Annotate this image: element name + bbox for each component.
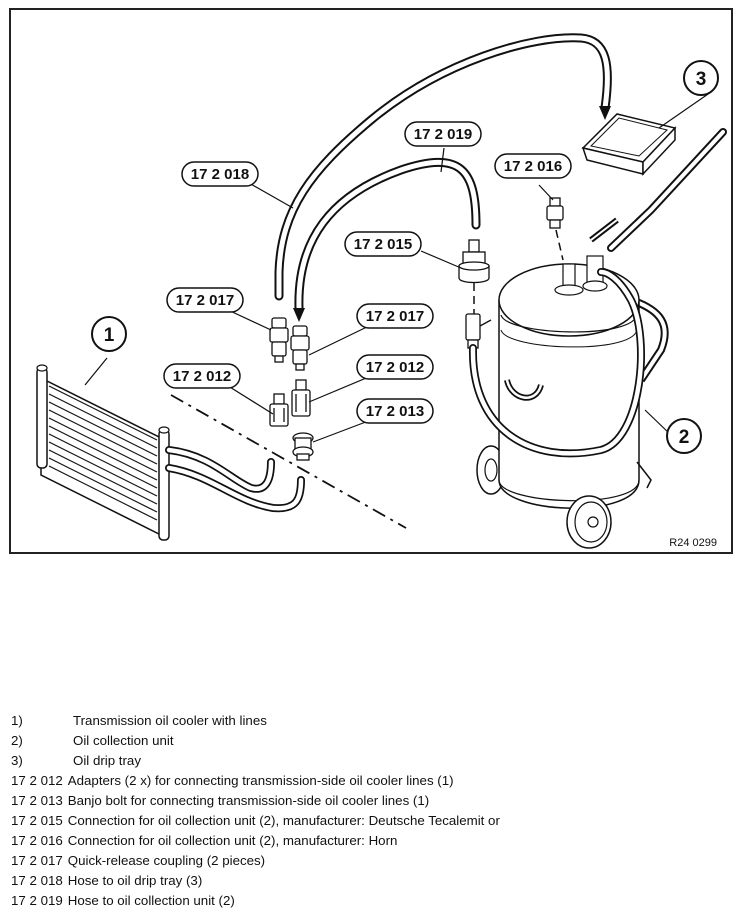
legend-item: 2) Oil collection unit <box>11 731 731 751</box>
tag-17-2-017-a: 17 2 017 <box>166 287 244 313</box>
legend-text: Hose to oil collection unit (2) <box>67 893 235 908</box>
tag-17-2-019: 17 2 019 <box>404 121 482 147</box>
leader-lines <box>84 91 712 443</box>
quick-release-coupling-a <box>269 317 289 363</box>
legend-item: 17 2 017 Quick-release coupling (2 piece… <box>11 851 731 871</box>
unit-valve <box>465 313 492 349</box>
tag-17-2-016-label: 17 2 016 <box>504 158 562 175</box>
tag-17-2-015: 17 2 015 <box>344 231 422 257</box>
banjo-bolt <box>292 432 314 461</box>
callout-2: 2 <box>666 418 702 454</box>
legend-text: Hose to oil drip tray (3) <box>67 873 203 888</box>
legend-number: 1) <box>11 713 23 728</box>
tag-17-2-017-b-label: 17 2 017 <box>366 308 424 325</box>
legend-number: 17 2 015 <box>11 813 63 828</box>
quick-release-coupling-b <box>290 325 310 371</box>
adapter-a <box>269 393 289 427</box>
legend-text: Adapters (2 x) for connecting transmissi… <box>67 773 454 788</box>
tag-17-2-019-label: 17 2 019 <box>414 126 472 143</box>
tool-diagram: 1 2 3 17 2 018 17 2 019 17 2 016 17 2 01… <box>36 33 727 549</box>
alignment-line-left <box>170 394 407 529</box>
callout-3-label: 3 <box>696 69 707 90</box>
tag-17-2-012-a: 17 2 012 <box>163 363 241 389</box>
callout-2-label: 2 <box>679 427 690 448</box>
tag-17-2-017-a-label: 17 2 017 <box>176 292 234 309</box>
legend-number: 17 2 019 <box>11 893 63 908</box>
tag-17-2-015-label: 17 2 015 <box>354 236 412 253</box>
legend-item: 17 2 018 Hose to oil drip tray (3) <box>11 871 731 891</box>
diagram-frame: 1 2 3 17 2 018 17 2 019 17 2 016 17 2 01… <box>9 8 733 554</box>
callout-3: 3 <box>683 60 719 96</box>
tag-17-2-018-label: 17 2 018 <box>191 166 249 183</box>
legend-item: 17 2 013 Banjo bolt for connecting trans… <box>11 791 731 811</box>
tag-17-2-013-label: 17 2 013 <box>366 403 424 420</box>
legend-item: 1) Transmission oil cooler with lines <box>11 711 731 731</box>
cooler-lines <box>165 446 305 513</box>
connection-tecalemit <box>458 239 490 284</box>
legend-number: 2) <box>11 733 23 748</box>
tag-17-2-012-a-label: 17 2 012 <box>173 368 231 385</box>
oil-drip-tray <box>581 113 677 176</box>
alignment-line-top <box>555 229 564 261</box>
legend-item: 17 2 015 Connection for oil collection u… <box>11 811 731 831</box>
legend-item: 17 2 012 Adapters (2 x) for connecting t… <box>11 771 731 791</box>
oil-collection-unit <box>476 128 727 549</box>
tag-17-2-013: 17 2 013 <box>356 398 434 424</box>
legend-text: Connection for oil collection unit (2), … <box>67 813 500 828</box>
connection-horn <box>546 197 564 229</box>
tag-17-2-012-b: 17 2 012 <box>356 354 434 380</box>
legend-text: Quick-release coupling (2 pieces) <box>67 853 266 868</box>
legend-number: 17 2 013 <box>11 793 63 808</box>
legend-number: 3) <box>11 753 23 768</box>
tag-17-2-017-b: 17 2 017 <box>356 303 434 329</box>
adapter-b <box>291 379 311 417</box>
legend-item: 3) Oil drip tray <box>11 751 731 771</box>
legend: 1) Transmission oil cooler with lines 2)… <box>11 711 731 911</box>
unit-hose <box>468 268 645 458</box>
legend-text: Banjo bolt for connecting transmission-s… <box>67 793 430 808</box>
legend-text: Oil drip tray <box>73 753 141 768</box>
legend-number: 17 2 012 <box>11 773 63 788</box>
legend-text: Oil collection unit <box>73 733 174 748</box>
hose-to-collection-unit <box>293 157 481 322</box>
oil-cooler <box>36 364 170 541</box>
tag-17-2-012-b-label: 17 2 012 <box>366 359 424 376</box>
callout-1: 1 <box>91 316 127 352</box>
callout-1-label: 1 <box>104 325 115 346</box>
figure-reference: R24 0299 <box>669 537 717 549</box>
legend-number: 17 2 017 <box>11 853 63 868</box>
tag-17-2-016: 17 2 016 <box>494 153 572 179</box>
legend-text: Transmission oil cooler with lines <box>73 713 267 728</box>
legend-item: 17 2 019 Hose to oil collection unit (2) <box>11 891 731 911</box>
hose-to-drip-tray <box>274 33 612 301</box>
legend-text: Connection for oil collection unit (2), … <box>67 833 398 848</box>
legend-item: 17 2 016 Connection for oil collection u… <box>11 831 731 851</box>
legend-number: 17 2 018 <box>11 873 63 888</box>
tag-17-2-018: 17 2 018 <box>181 161 259 187</box>
legend-number: 17 2 016 <box>11 833 63 848</box>
